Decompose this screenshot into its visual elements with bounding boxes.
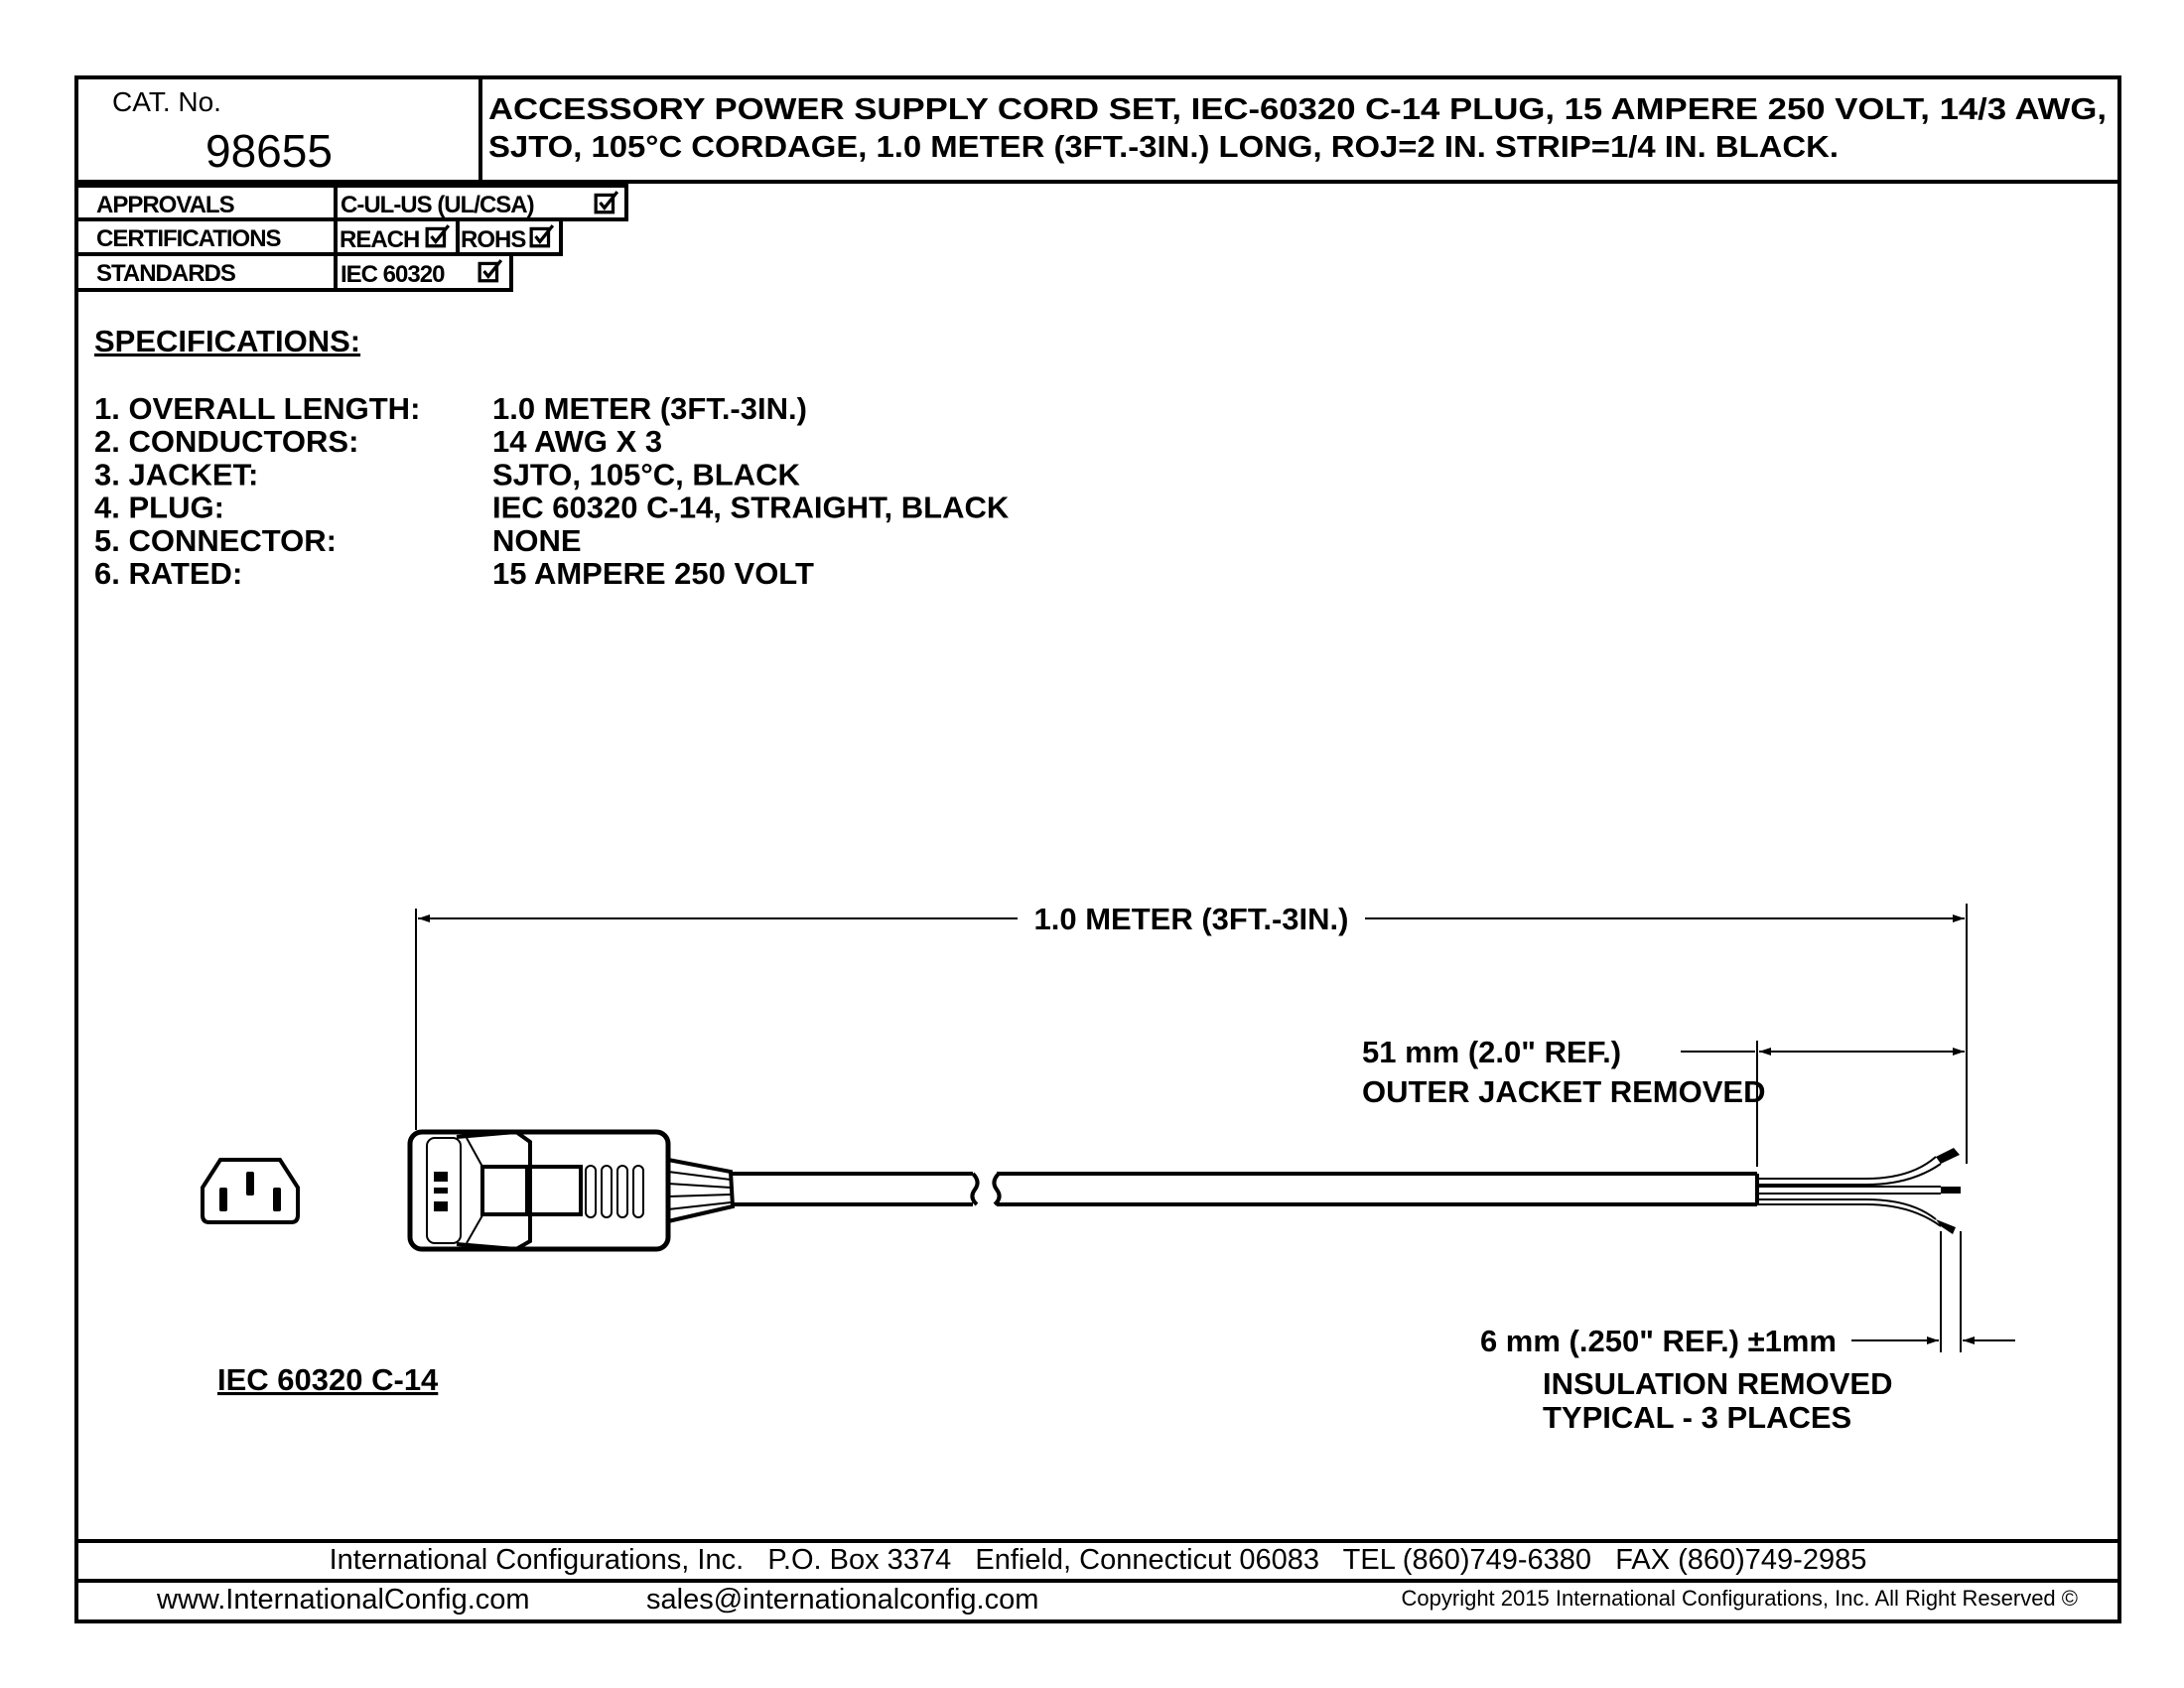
rohs-checkbox-icon (529, 224, 555, 248)
cert-reach: REACH (340, 226, 419, 253)
plug-type-label: IEC 60320 C-14 (217, 1362, 439, 1397)
spec-label: 3. JACKET: (94, 457, 258, 492)
sheet-border (74, 75, 2121, 1623)
spec-value: 14 AWG X 3 (492, 424, 662, 459)
company-info: International Configurations, Inc. P.O. … (330, 1544, 1867, 1576)
spec-value: NONE (492, 523, 582, 558)
jacket-note: OUTER JACKET REMOVED (1362, 1074, 1765, 1109)
c14-inlet-face-icon (201, 1158, 300, 1224)
approvals-label: APPROVALS (96, 192, 235, 218)
website-link[interactable]: www.InternationalConfig.com (156, 1584, 530, 1616)
cat-number: 98655 (205, 125, 333, 177)
strip-note-2: TYPICAL - 3 PLACES (1543, 1400, 1851, 1435)
specifications: SPECIFICATIONS: 1. OVERALL LENGTH: 1.0 ME… (94, 324, 1010, 591)
cat-no-label: CAT. No. (112, 86, 221, 117)
jacket-strip-dimension: 51 mm (2.0" REF.) OUTER JACKET REMOVED (1362, 1035, 1965, 1167)
certifications-label: CERTIFICATIONS (96, 225, 282, 252)
approvals-checkbox-icon (594, 191, 619, 214)
copyright: Copyright 2015 International Configurati… (1402, 1586, 2078, 1611)
spec-value: 15 AMPERE 250 VOLT (492, 556, 814, 591)
strip-note-1: INSULATION REMOVED (1543, 1366, 1893, 1401)
c14-plug-drawing (407, 1129, 736, 1252)
spec-value: SJTO, 105°C, BLACK (492, 457, 800, 492)
reach-checkbox-icon (425, 224, 451, 248)
description-line-2: SJTO, 105°C CORDAGE, 1.0 METER (3FT.-3IN… (488, 129, 1839, 164)
insulation-strip-dimension: 6 mm (.250" REF.) ±1mm INSULATION REMOVE… (1480, 1231, 2015, 1435)
strip-dim-label: 6 mm (.250" REF.) ±1mm (1480, 1324, 1837, 1358)
spec-value: 1.0 METER (3FT.-3IN.) (492, 391, 807, 426)
description-line-1: ACCESSORY POWER SUPPLY CORD SET, IEC-603… (488, 91, 2107, 126)
spec-label: 2. CONDUCTORS: (94, 424, 358, 459)
email-link[interactable]: sales@internationalconfig.com (646, 1584, 1038, 1616)
approvals-value: C-UL-US (UL/CSA) (341, 192, 534, 218)
overall-length-label: 1.0 METER (3FT.-3IN.) (1034, 902, 1349, 936)
standards-value: IEC 60320 (341, 261, 445, 288)
spec-label: 6. RATED: (94, 556, 242, 591)
spec-label: 4. PLUG: (94, 491, 224, 525)
compliance-table: APPROVALS C-UL-US (UL/CSA) CERTIFICATION… (74, 184, 628, 292)
jacket-dim-label: 51 mm (2.0" REF.) (1362, 1035, 1621, 1069)
cord-drawing (731, 1148, 1961, 1234)
spec-value: IEC 60320 C-14, STRAIGHT, BLACK (492, 491, 1010, 525)
standards-checkbox-icon (478, 259, 503, 283)
spec-label: 5. CONNECTOR: (94, 523, 337, 558)
spec-label: 1. OVERALL LENGTH: (94, 391, 420, 426)
standards-label: STANDARDS (96, 260, 236, 287)
specifications-title: SPECIFICATIONS: (94, 324, 360, 358)
cert-rohs: ROHS (461, 226, 526, 253)
overall-length-dimension: 1.0 METER (3FT.-3IN.) (415, 902, 1968, 1164)
